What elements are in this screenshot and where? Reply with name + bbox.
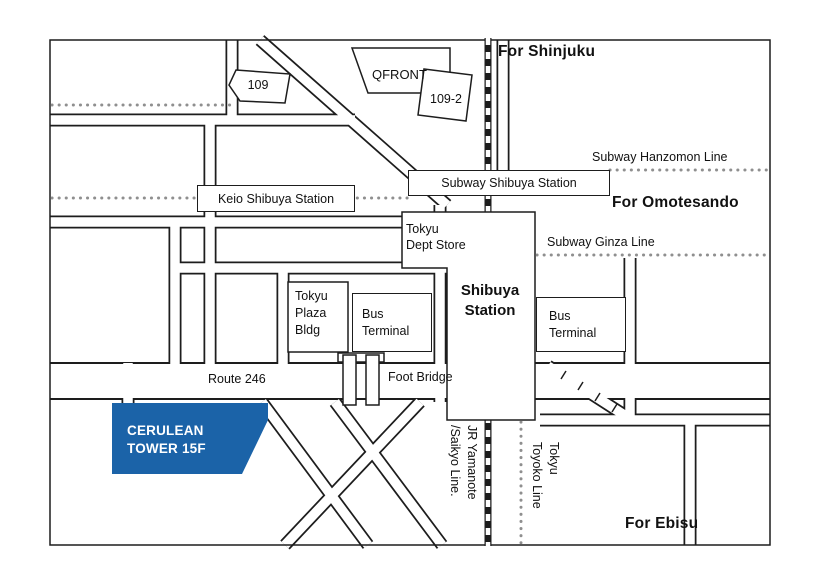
label-shibuya-station: Shibuya Station [460, 282, 520, 319]
bus-terminal-east-label: Bus Terminal [549, 308, 597, 340]
label-for-shinjuku: For Shinjuku [498, 43, 596, 60]
buildings-layer [228, 47, 536, 421]
subway-shibuya-station-box: Subway Shibuya Station [408, 170, 610, 196]
label-route-246: Route 246 [208, 372, 266, 386]
label-subway-hanzomon-line: Subway Hanzomon Line [592, 150, 728, 164]
bus-terminal-west-label: Bus Terminal [362, 306, 410, 338]
stair-ticks [560, 370, 618, 413]
label-cerulean-tower: CERULEAN TOWER 15F [127, 423, 206, 456]
label-109-2: 109-2 [430, 92, 462, 106]
building-109-2-shape [417, 68, 473, 122]
label-109: 109 [247, 78, 269, 92]
keio-shibuya-station-box: Keio Shibuya Station [197, 185, 355, 212]
label-subway-ginza-line: Subway Ginza Line [547, 235, 655, 249]
cerulean-tower-building [112, 403, 268, 474]
label-tokyu-plaza-bldg: Tokyu Plaza Bldg [295, 289, 328, 337]
foot-bridge-stair-west [342, 354, 357, 406]
map-border [49, 39, 771, 546]
label-tokyu-dept-store: Tokyu Dept Store [406, 222, 466, 252]
bus-terminal-east-box: Bus Terminal [536, 297, 626, 352]
label-tokyu-toyoko-line: Tokyu Toyoko Line [530, 442, 561, 509]
foot-bridge-deck [337, 352, 385, 363]
roads-fill-layer [50, 36, 770, 549]
label-for-ebisu: For Ebisu [625, 515, 699, 532]
subway-shibuya-station-label: Subway Shibuya Station [441, 176, 577, 190]
label-qfront: QFRONT [372, 67, 427, 82]
bus-terminal-west-box: Bus Terminal [352, 293, 432, 352]
label-foot-bridge: Foot Bridge [388, 370, 453, 384]
shibuya-station-building [401, 211, 536, 421]
label-for-omotesando: For Omotesando [612, 194, 739, 211]
tokyu-plaza-building [287, 281, 349, 353]
building-109-shape [228, 69, 291, 104]
label-jr-yamanote-saikyo-line: JR Yamanote /Saikyo Line. [448, 425, 479, 500]
keio-shibuya-station-label: Keio Shibuya Station [217, 191, 335, 206]
foot-bridge-stair-east [365, 354, 380, 406]
